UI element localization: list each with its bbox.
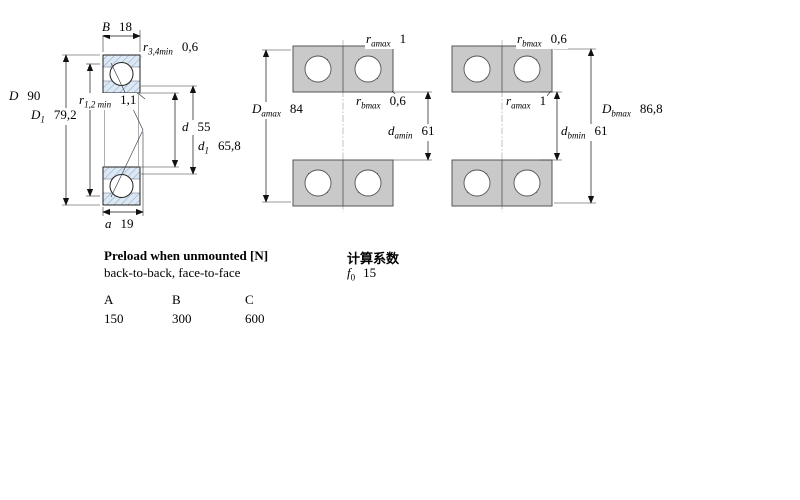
preload-value-b: 300 [172,311,192,326]
ball [354,55,382,83]
ball [354,169,382,197]
ball [463,169,491,197]
inner-ring-section [103,81,140,93]
calculation-factors-title: 计算系数 [347,251,400,266]
pair-back-to-back-figure [262,40,432,212]
contact-angle-line [110,62,144,198]
ball [513,169,541,197]
preload-subtitle: back-to-back, face-to-face [104,265,241,280]
preload-col-b-header: B [172,292,181,307]
preload-title: Preload when unmounted [N] [104,248,269,263]
ball [304,169,332,197]
preload-value-c: 600 [245,311,265,326]
dim-b-symbol: B [102,19,110,34]
preload-col-c-header: C [245,292,254,307]
dim-b-label: B 18 [101,19,133,35]
ball [463,55,491,83]
ball [109,174,134,198]
ball [109,62,134,86]
pair-face-to-face-figure [451,40,596,212]
preload-col-a-header: A [104,292,114,307]
outer-ring-section [103,55,140,67]
dim-b-value: 18 [118,19,132,34]
ball [304,55,332,83]
preload-value-a: 150 [104,311,124,326]
single-bearing-figure [62,30,197,216]
ball [513,55,541,83]
